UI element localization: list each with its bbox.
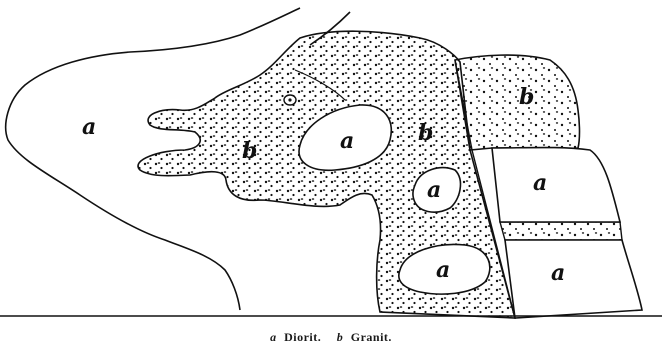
diorite-right-lower-block [505,240,642,318]
caption-b-key: b [337,330,344,344]
label-a-center-small: a [427,177,441,203]
caption-a-name: Diorit. [284,330,321,344]
label-a-left: a [82,114,96,140]
caption-b-name: Granit. [351,330,392,344]
small-circle-feature-center [288,98,291,101]
label-a-right-lower: a [551,260,565,286]
diorite-right-upper-block [492,148,620,223]
granite-upper-right [455,55,580,150]
figure-caption: a Diorit. b Granit. [270,330,392,344]
label-b-center: b [418,120,433,146]
label-b-left: b [242,138,257,164]
granite-dike-strip [500,222,622,240]
label-a-right-upper: a [533,170,547,196]
label-a-center-upper: a [340,128,354,154]
label-a-center-lower: a [436,257,450,283]
label-b-right: b [519,84,534,110]
caption-a-key: a [270,330,277,344]
